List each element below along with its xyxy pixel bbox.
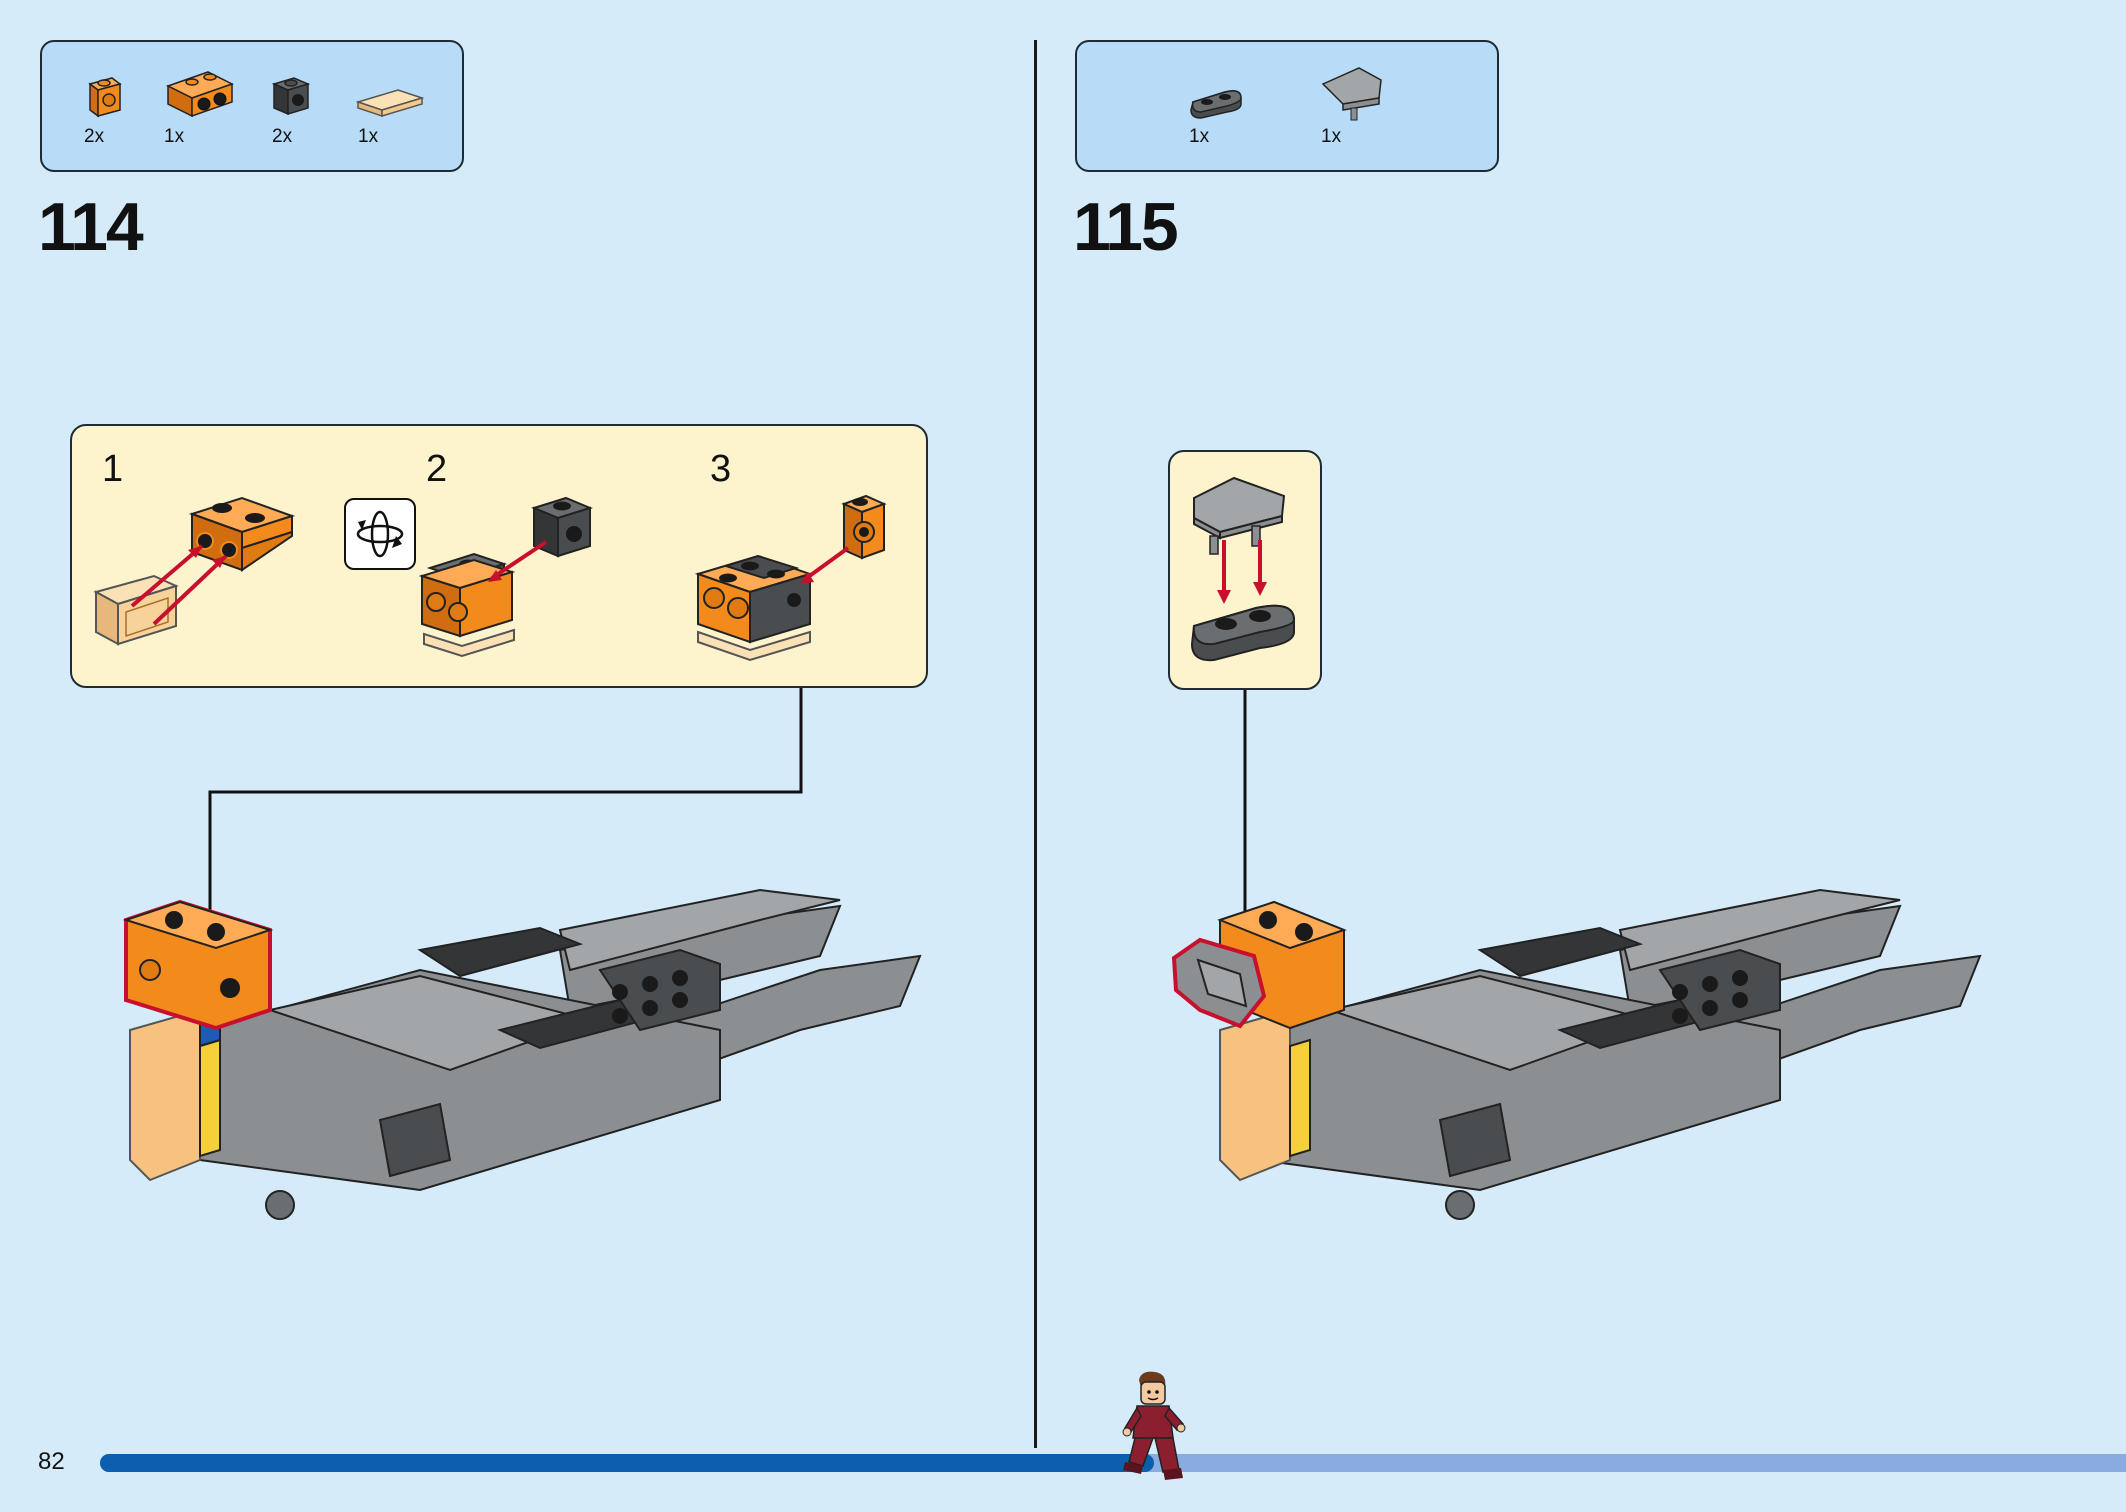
progress-fill bbox=[100, 1454, 1154, 1472]
part-qty: 1x bbox=[164, 126, 185, 147]
part-qty: 1x bbox=[1189, 126, 1210, 147]
page-number: 82 bbox=[38, 1448, 65, 1475]
substep-callout bbox=[1168, 450, 1322, 690]
step-number: 115 bbox=[1073, 189, 1179, 265]
rotate-model-icon bbox=[344, 498, 416, 570]
substep-number: 1 bbox=[102, 448, 124, 490]
page-divider bbox=[1034, 40, 1037, 1448]
dark-grey-plate-1x2-rounded-icon bbox=[1190, 90, 1242, 119]
substep-number: 2 bbox=[426, 448, 448, 490]
substep-3-illustration bbox=[694, 494, 887, 662]
model-illustration-114 bbox=[122, 888, 922, 1220]
substep-115-illustration bbox=[1190, 476, 1296, 662]
model-illustration-115 bbox=[1171, 888, 1982, 1220]
trans-orange-tile-1x2-icon bbox=[355, 89, 425, 118]
orange-bracket-1x1-icon bbox=[88, 77, 122, 118]
step-number: 114 bbox=[38, 189, 144, 265]
part-qty: 2x bbox=[84, 126, 105, 147]
orange-bracket-1x2-icon bbox=[166, 71, 234, 118]
part-qty: 1x bbox=[1321, 126, 1342, 147]
light-grey-wedge-plate-icon bbox=[1321, 67, 1382, 121]
part-qty: 1x bbox=[358, 126, 379, 147]
minifigure-runner-icon bbox=[1122, 1371, 1186, 1480]
substep-number: 3 bbox=[710, 448, 732, 490]
part-qty: 2x bbox=[272, 126, 293, 147]
substep-2-illustration bbox=[418, 496, 593, 658]
substep-callout: 1 2 3 bbox=[70, 424, 928, 688]
substep-1-illustration bbox=[93, 496, 296, 646]
parts-callout-114: 2x 1x 2x 1x bbox=[40, 40, 464, 172]
dark-grey-brick-1x1-icon bbox=[271, 77, 311, 116]
progress-bar bbox=[100, 1454, 2126, 1472]
parts-callout-115: 1x 1x bbox=[1075, 40, 1499, 172]
